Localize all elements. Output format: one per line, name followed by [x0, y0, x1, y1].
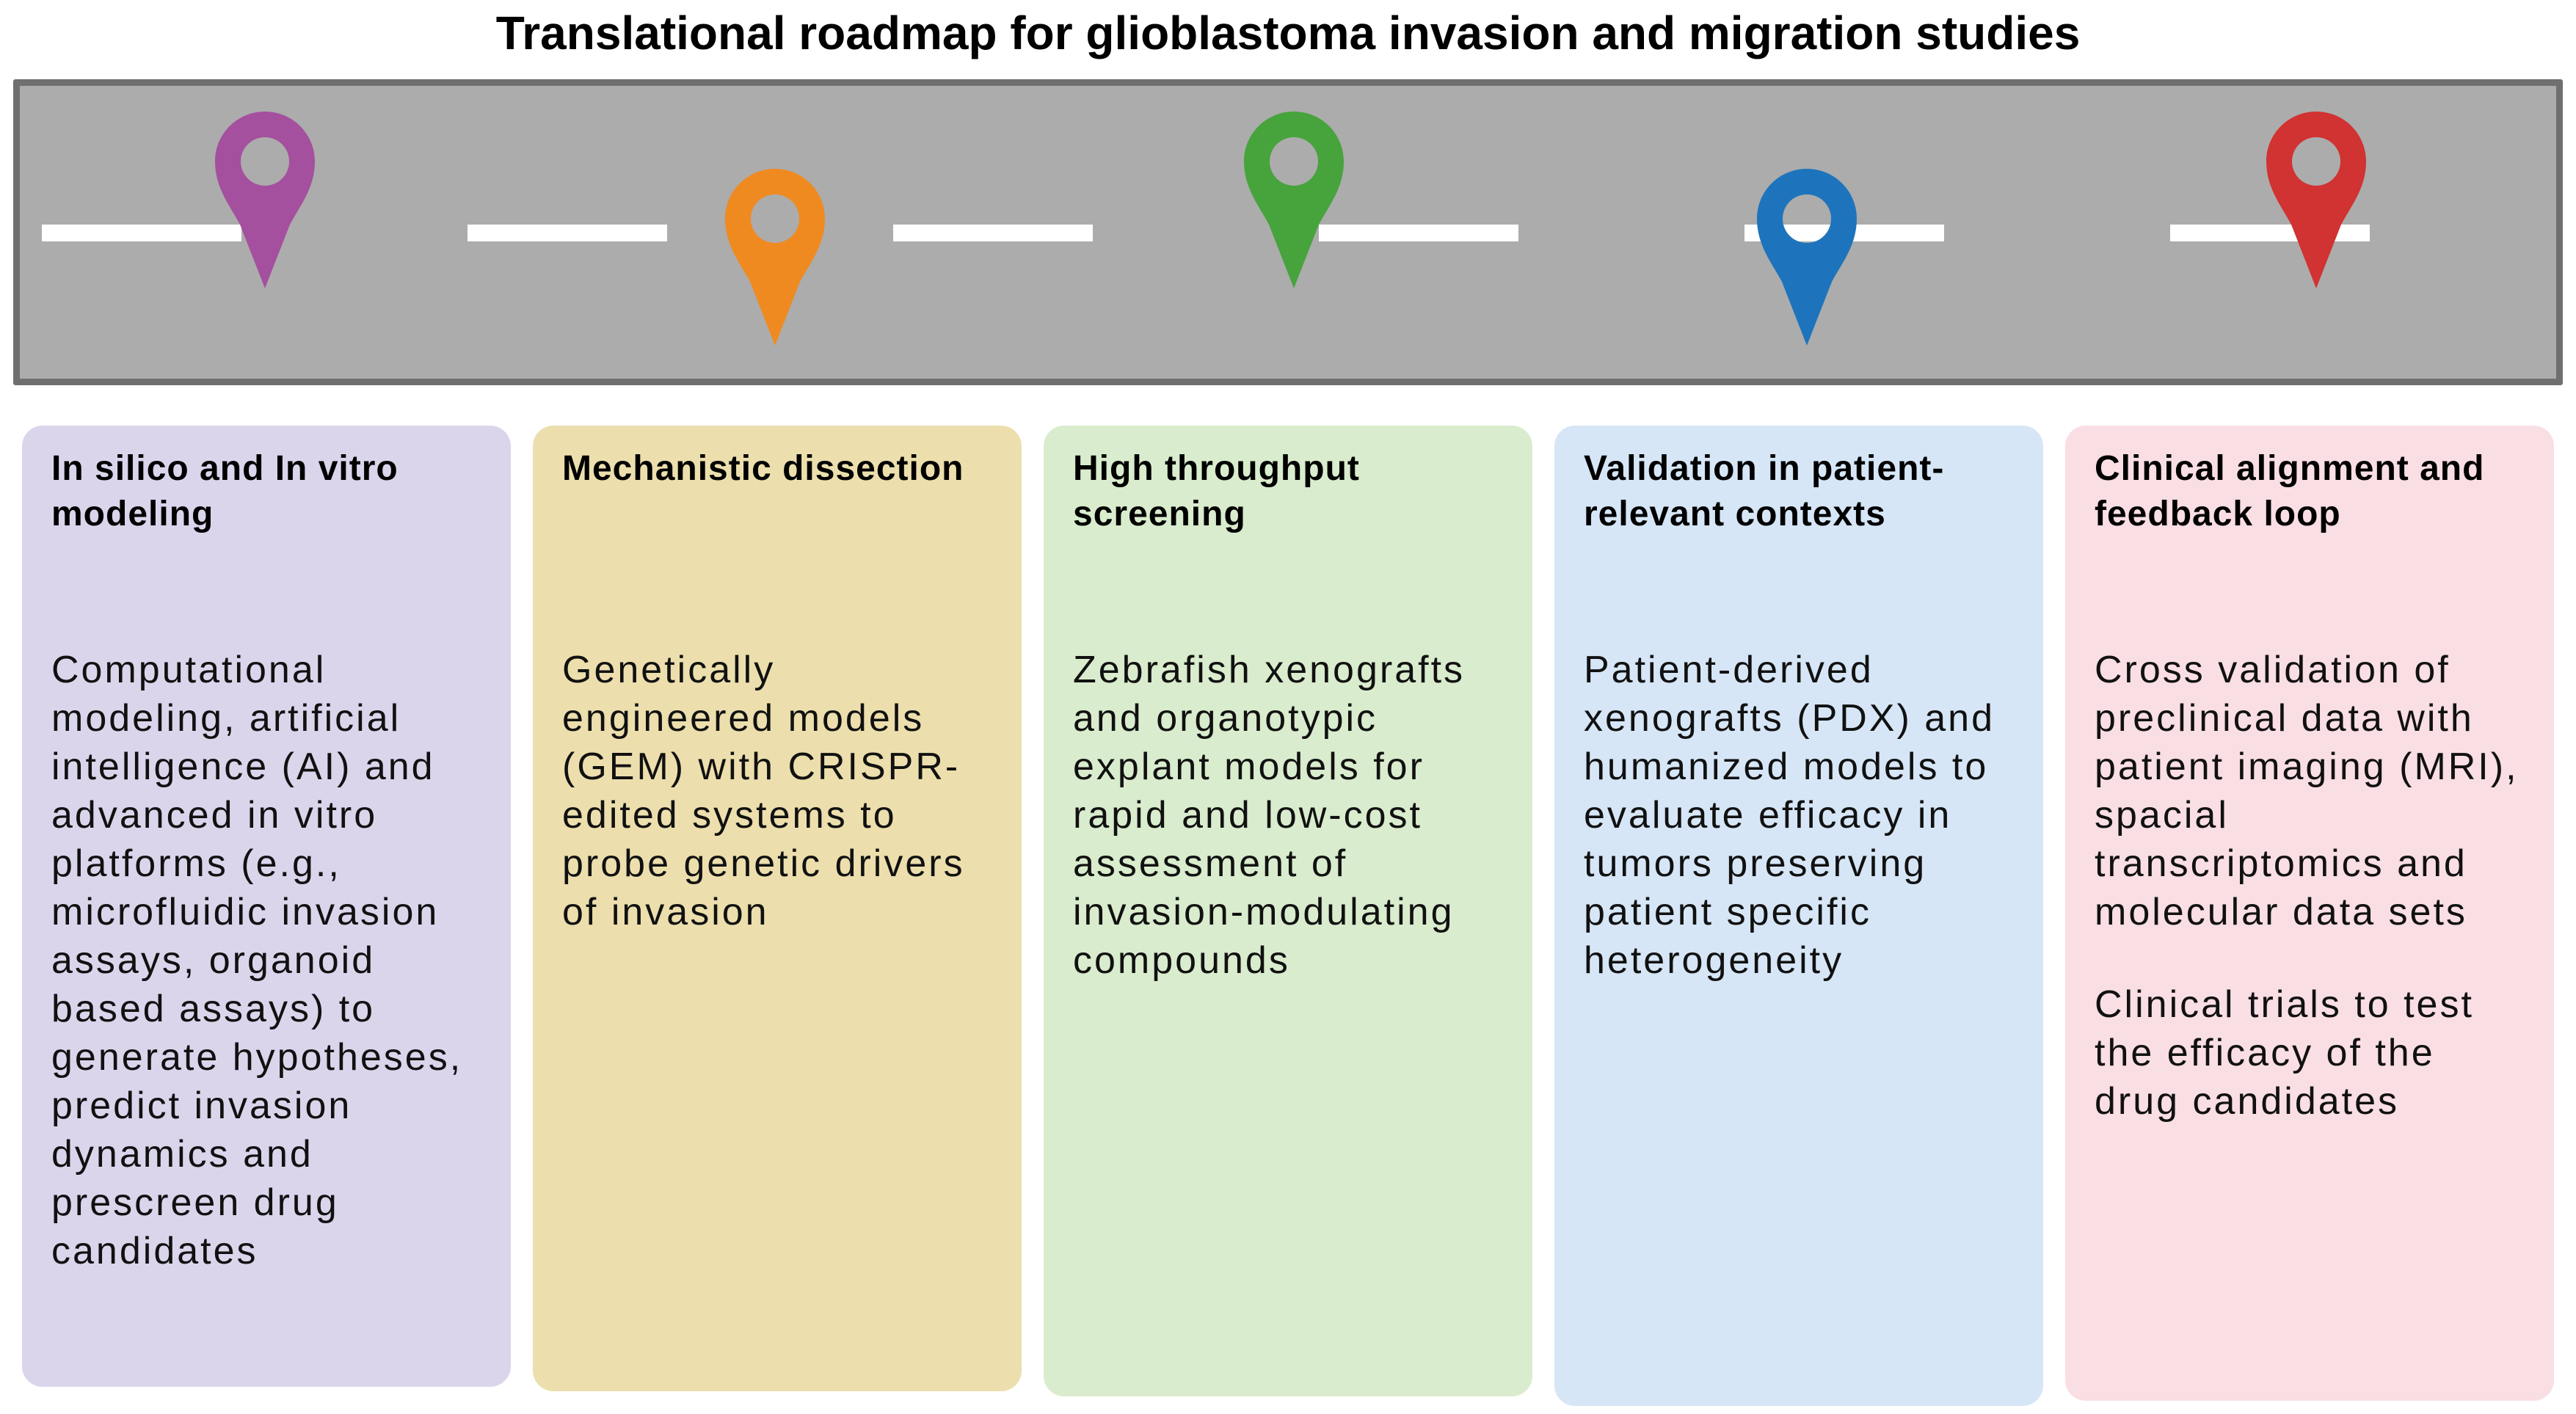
map-pin-icon-milestone-2	[725, 169, 825, 346]
card-body: Cross validation of preclinical data wit…	[2095, 646, 2525, 1126]
card-title: Clinical alignment and feedback loop	[2095, 449, 2485, 533]
card-body: Genetically engineered models (GEM) with…	[562, 646, 992, 936]
card-paragraph: Computational modeling, artificial intel…	[51, 649, 463, 1272]
card-paragraph: Cross validation of preclinical data wit…	[2095, 649, 2519, 933]
card-in-silico-in-vitro-modeling: In silico and In vitro modeling Computat…	[22, 426, 511, 1387]
map-pin-icon-milestone-5	[2266, 112, 2366, 288]
page-title: Translational roadmap for glioblastoma i…	[495, 7, 2081, 59]
card-high-throughput-screening: High throughput screening Zebrafish xeno…	[1044, 426, 1532, 1396]
card-paragraph: Clinical trials to test the efficacy of …	[2095, 983, 2474, 1123]
card-title: Mechanistic dissection	[562, 449, 964, 488]
card-mechanistic-dissection: Mechanistic dissection Genetically engin…	[533, 426, 1022, 1391]
card-body: Zebrafish xenografts and organotypic exp…	[1073, 646, 1503, 985]
card-clinical-alignment-feedback: Clinical alignment and feedback loop Cro…	[2065, 426, 2554, 1401]
card-title: Validation in patient-relevant contexts	[1584, 449, 1945, 533]
card-paragraph: Patient-derived xenografts (PDX) and hum…	[1584, 649, 1995, 982]
map-pin-icon-milestone-3	[1244, 112, 1344, 288]
map-pin-icon-milestone-4	[1757, 169, 1857, 346]
card-title: In silico and In vitro modeling	[51, 449, 399, 533]
card-body: Patient-derived xenografts (PDX) and hum…	[1584, 646, 2014, 985]
stage-cards-row: In silico and In vitro modeling Computat…	[22, 426, 2554, 1406]
card-paragraph: Genetically engineered models (GEM) with…	[562, 649, 965, 933]
card-paragraph: Zebrafish xenografts and organotypic exp…	[1073, 649, 1466, 982]
card-body: Computational modeling, artificial intel…	[51, 646, 481, 1275]
card-title: High throughput screening	[1073, 449, 1360, 533]
card-validation-patient-relevant: Validation in patient-relevant contexts …	[1554, 426, 2043, 1406]
roadmap-road	[13, 79, 2563, 385]
map-pin-icon-milestone-1	[215, 112, 315, 288]
